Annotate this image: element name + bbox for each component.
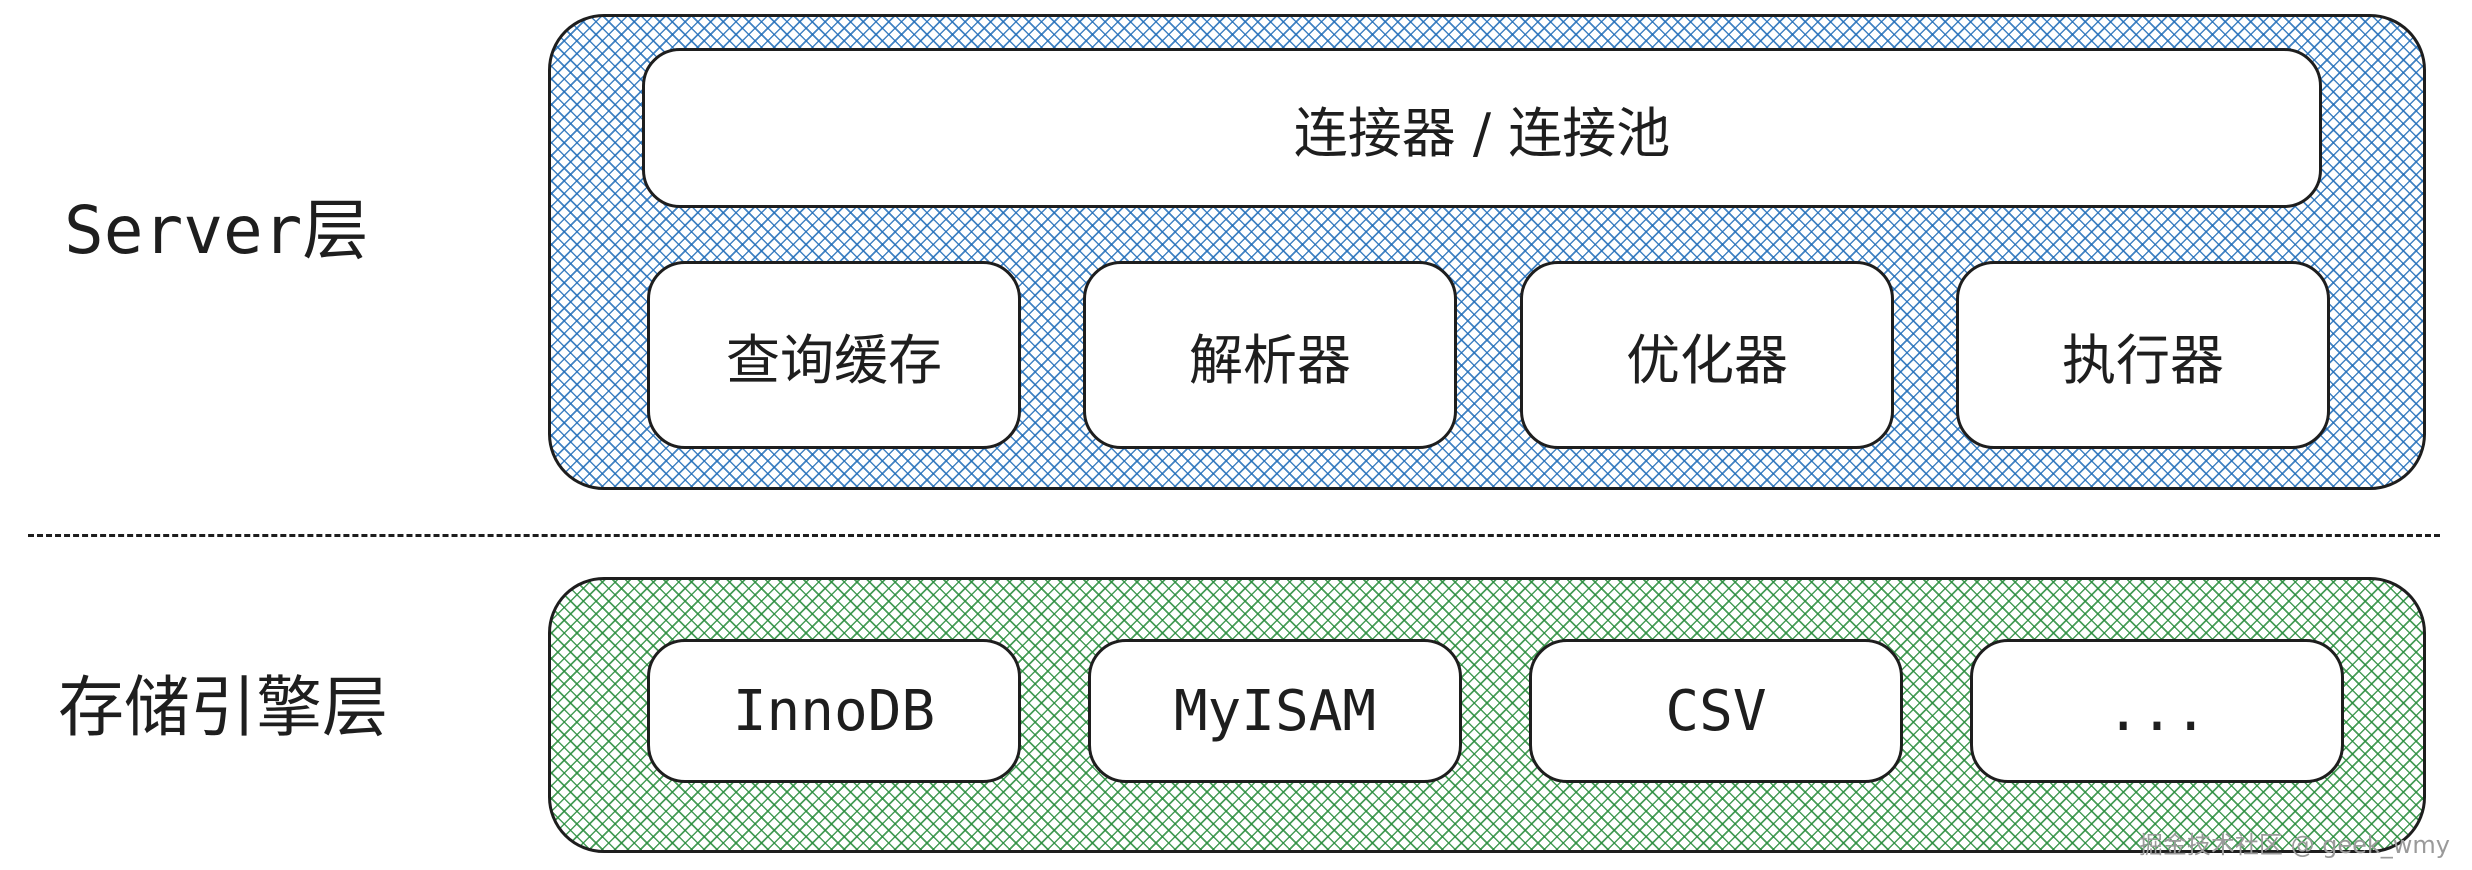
server-layer-label: Server层 <box>64 192 369 269</box>
parser-box: 解析器 <box>1083 261 1457 449</box>
watermark: 掘金技术社区 @ geek_wmy <box>2138 831 2450 859</box>
engine-myisam-box: MyISAM <box>1088 639 1462 783</box>
query-cache-box: 查询缓存 <box>647 261 1021 449</box>
executor-box: 执行器 <box>1956 261 2330 449</box>
layer-divider <box>28 534 2440 537</box>
engine-innodb-box: InnoDB <box>647 639 1021 783</box>
connector-pool-box: 连接器 / 连接池 <box>642 48 2322 208</box>
engine-csv-box: CSV <box>1529 639 1903 783</box>
storage-engine-layer-label: 存储引擎层 <box>58 669 388 746</box>
optimizer-box: 优化器 <box>1520 261 1894 449</box>
engine-more-box: ... <box>1970 639 2344 783</box>
